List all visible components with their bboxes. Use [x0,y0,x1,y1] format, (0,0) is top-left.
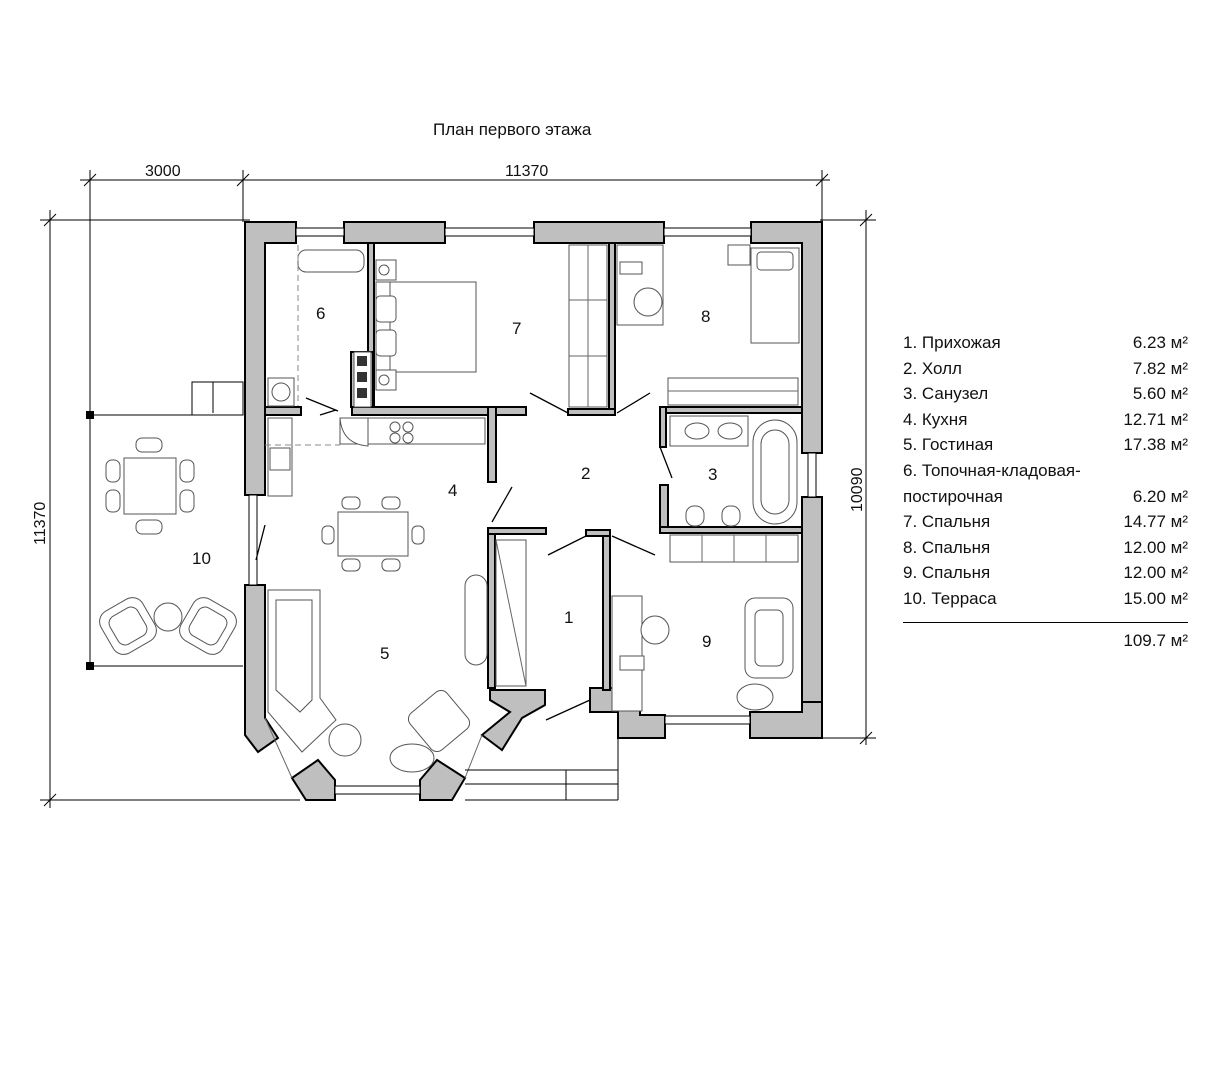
terrace [86,381,244,670]
legend-room-area: 6.20 м² [1132,486,1188,506]
kitchen-living-furniture [265,417,527,773]
legend-room-name: 10. Терраса [903,588,997,608]
legend-room-name: 7. Спальня [903,512,991,532]
room-number-10: 10 [192,549,211,568]
legend-room-name: 5. Гостиная [903,435,994,455]
legend-row: 4. Кухня 12.71 м² [903,407,1188,433]
legend-room-name: 1. Прихожая [903,333,1001,352]
legend-room-area: 17.38 м² [1123,435,1188,455]
legend-room-name: 6. Топочная-кладовая- [903,460,1081,480]
windows [248,227,817,795]
room-number-4: 4 [448,481,457,500]
room-number-6: 6 [316,304,325,323]
legend-divider [903,621,1188,623]
legend-row: 10. Терраса 15.00 м² [903,586,1188,612]
legend-room-area: 15.00 м² [1123,588,1188,608]
bedroom-8-furniture [616,244,800,406]
exterior-walls [244,221,823,801]
legend-room-area: 5.60 м² [1132,384,1188,404]
utility-room-furniture [267,245,372,408]
legend-room-name: 8. Спальня [903,537,991,557]
bedroom-7-furniture [375,244,608,408]
legend-room-area: 6.23 м² [1132,333,1188,352]
legend-room-name: 4. Кухня [903,409,968,429]
legend-row: 8. Спальня 12.00 м² [903,535,1188,561]
legend-room-name: 3. Санузел [903,384,989,404]
interior-walls [264,242,803,691]
room-number-1: 1 [564,608,573,627]
dim-right-total: 10090 [849,467,866,512]
legend-room-area: 12.00 м² [1123,537,1188,557]
dim-left-total: 11370 [32,502,49,545]
entrance-steps [465,738,619,801]
room-number-9: 9 [702,632,711,651]
dim-top-main: 11370 [505,163,548,180]
room-number-7: 7 [512,319,521,338]
legend-room-area: 12.00 м² [1123,563,1188,583]
room-area-legend: 1. Прихожая 6.23 м² 2. Холл 7.82 м² 3. С… [903,330,1188,651]
legend-room-area: 14.77 м² [1123,512,1188,532]
plan-title: План первого этажа [433,120,592,139]
room-number-5: 5 [380,644,389,663]
legend-room-area: 7.82 м² [1132,358,1188,378]
room-number-3: 3 [708,465,717,484]
legend-row: 3. Санузел 5.60 м² [903,381,1188,407]
legend-row: 1. Прихожая 6.23 м² [903,330,1188,356]
legend-row: 5. Гостиная 17.38 м² [903,432,1188,458]
bedroom-9-furniture [611,595,794,712]
room-numbers: 1 2 3 4 5 6 7 8 9 10 [192,304,717,663]
legend-row: 7. Спальня 14.77 м² [903,509,1188,535]
room-number-8: 8 [701,307,710,326]
legend-row: 2. Холл 7.82 м² [903,356,1188,382]
legend-room-name-cont: постирочная [903,486,1003,506]
dimension-lines: 3000 11370 11370 10090 [32,163,876,808]
bathroom-furniture [669,415,799,563]
legend-room-area: 12.71 м² [1123,409,1188,429]
room-number-2: 2 [581,464,590,483]
legend-room-name: 9. Спальня [903,563,991,583]
doors [255,392,673,721]
legend-room-name: 2. Холл [903,358,962,378]
legend-row: 6. Топочная-кладовая- постирочная 6.20 м… [903,458,1188,509]
dim-top-left: 3000 [145,163,181,180]
legend-row: 9. Спальня 12.00 м² [903,560,1188,586]
legend-total-area: 109.7 м² [1123,630,1188,650]
